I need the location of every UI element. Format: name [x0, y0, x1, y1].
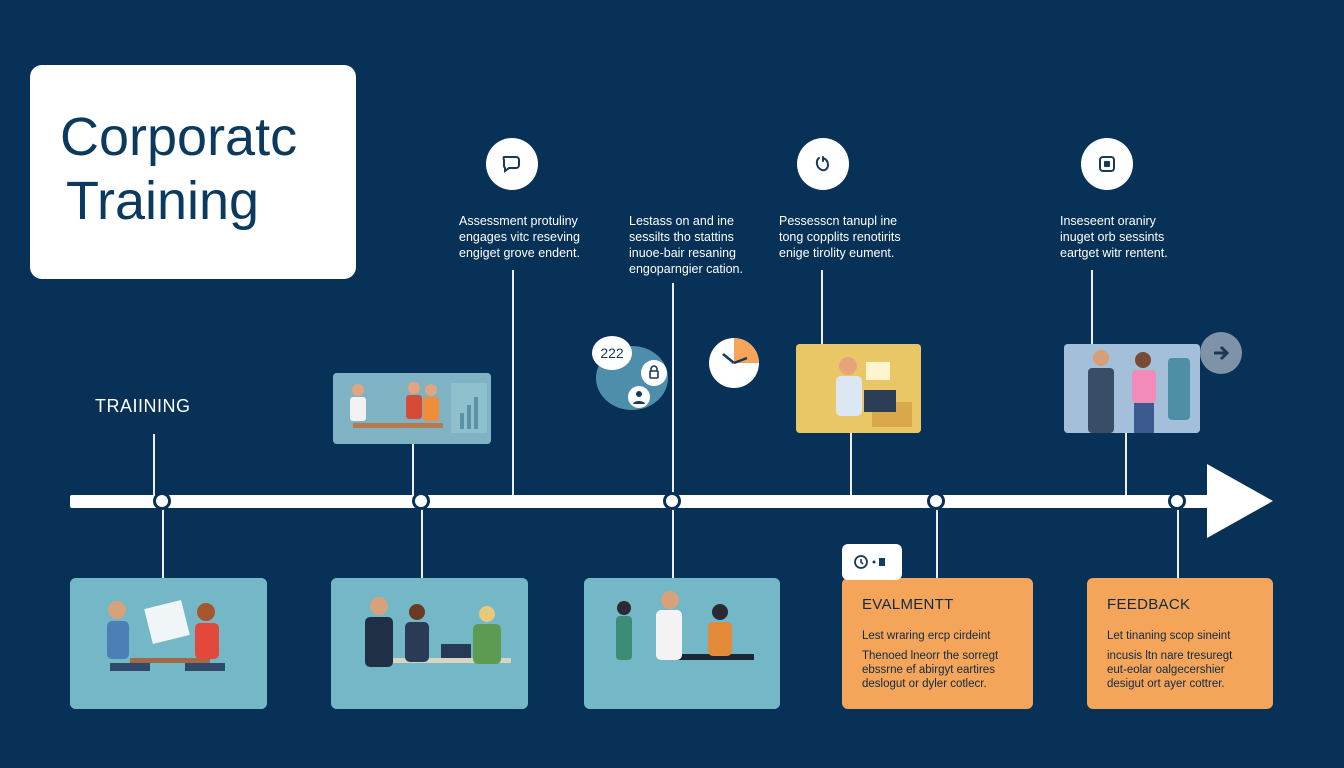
note-1: Assessment protuliny engages vitc resevi… — [459, 213, 580, 261]
arrow-right-icon[interactable] — [1200, 332, 1242, 374]
stage-text-line: Thenoed lneorr the sorregt — [862, 650, 999, 662]
note-line: inuget orb sessints — [1060, 230, 1165, 244]
note-line: Inseseent oraniry — [1060, 214, 1156, 228]
stage-title: FEEDBACK — [1107, 596, 1191, 613]
connector — [821, 270, 823, 358]
note-line: Pessesscn tanupl ine — [779, 214, 898, 228]
note-line: sessilts tho stattins — [629, 230, 734, 244]
timeline-node — [927, 492, 945, 510]
chat-icon — [486, 138, 538, 190]
title-line-1: Corporatc — [60, 107, 298, 167]
connector — [421, 505, 423, 579]
lock-icon — [641, 360, 667, 386]
stage-text-line: Lest wraring ercp cirdeint — [862, 630, 991, 642]
note-line: inuoe-bair resaning — [629, 246, 737, 260]
connector — [1177, 505, 1179, 579]
clock-badge — [842, 544, 902, 580]
note-line: engoparngier cation. — [629, 262, 743, 276]
connector — [412, 444, 414, 498]
badge-icon — [1081, 138, 1133, 190]
note-line: engages vitc reseving — [459, 230, 580, 244]
connector — [850, 433, 852, 498]
note-3: Pessesscn tanupl ine tong copplits renot… — [779, 213, 901, 261]
connector — [1091, 270, 1093, 346]
stage-text-line: Let tinaning scop sineint — [1107, 630, 1231, 642]
clock-icon — [709, 338, 759, 388]
connector — [672, 283, 674, 498]
timeline-node — [412, 492, 430, 510]
note-4: Inseseent oraniry inuget orb sessints ea… — [1060, 213, 1168, 261]
note-line: engiget grove endent. — [459, 246, 580, 260]
stage-card-evaluation: EVALMENTT Lest wraring ercp cirdeint The… — [842, 578, 1033, 709]
stage-text-line: ebssrne ef abirgyt eartires — [862, 664, 995, 676]
connector — [512, 270, 514, 498]
person-icon — [628, 386, 650, 408]
timeline-axis — [70, 495, 1210, 508]
title-line-2: Training — [66, 171, 260, 231]
connector — [936, 505, 938, 579]
meeting-photo — [333, 373, 491, 444]
training-label: TRAIINING — [95, 396, 191, 416]
stage-text-line: deslogut or dyler cotlecr. — [862, 678, 987, 690]
hand-icon — [797, 138, 849, 190]
stage-title: EVALMENTT — [862, 596, 954, 613]
title-card: Corporatc Training — [30, 65, 356, 279]
handshake-photo — [1064, 344, 1200, 433]
stage-text-line: incusis ltn nare tresuregt — [1107, 650, 1233, 662]
timeline-arrowhead — [1207, 464, 1273, 538]
connector — [162, 505, 164, 579]
note-line: Lestass on and ine — [629, 214, 734, 228]
note-2: Lestass on and ine sessilts tho stattins… — [629, 213, 743, 277]
training-photo-3 — [584, 578, 780, 709]
note-line: enige tirolity eument. — [779, 246, 895, 260]
note-line: eartget witr rentent. — [1060, 246, 1168, 260]
note-line: Assessment protuliny — [459, 214, 578, 228]
connector — [672, 505, 674, 579]
people-count: 222 — [592, 336, 632, 370]
timeline-node — [663, 492, 681, 510]
connector — [1125, 433, 1127, 498]
training-photo-2 — [331, 578, 528, 709]
stage-text-line: desigut ort ayer cottrer. — [1107, 678, 1225, 690]
note-line: tong copplits renotirits — [779, 230, 901, 244]
laptop-photo — [796, 344, 921, 433]
timeline-node — [1168, 492, 1186, 510]
timeline-node — [153, 492, 171, 510]
connector — [153, 434, 155, 498]
stage-card-feedback: FEEDBACK Let tinaning scop sineint incus… — [1087, 578, 1273, 709]
training-photo-1 — [70, 578, 267, 709]
stage-text-line: eut-eolar oalgecershier — [1107, 664, 1225, 676]
